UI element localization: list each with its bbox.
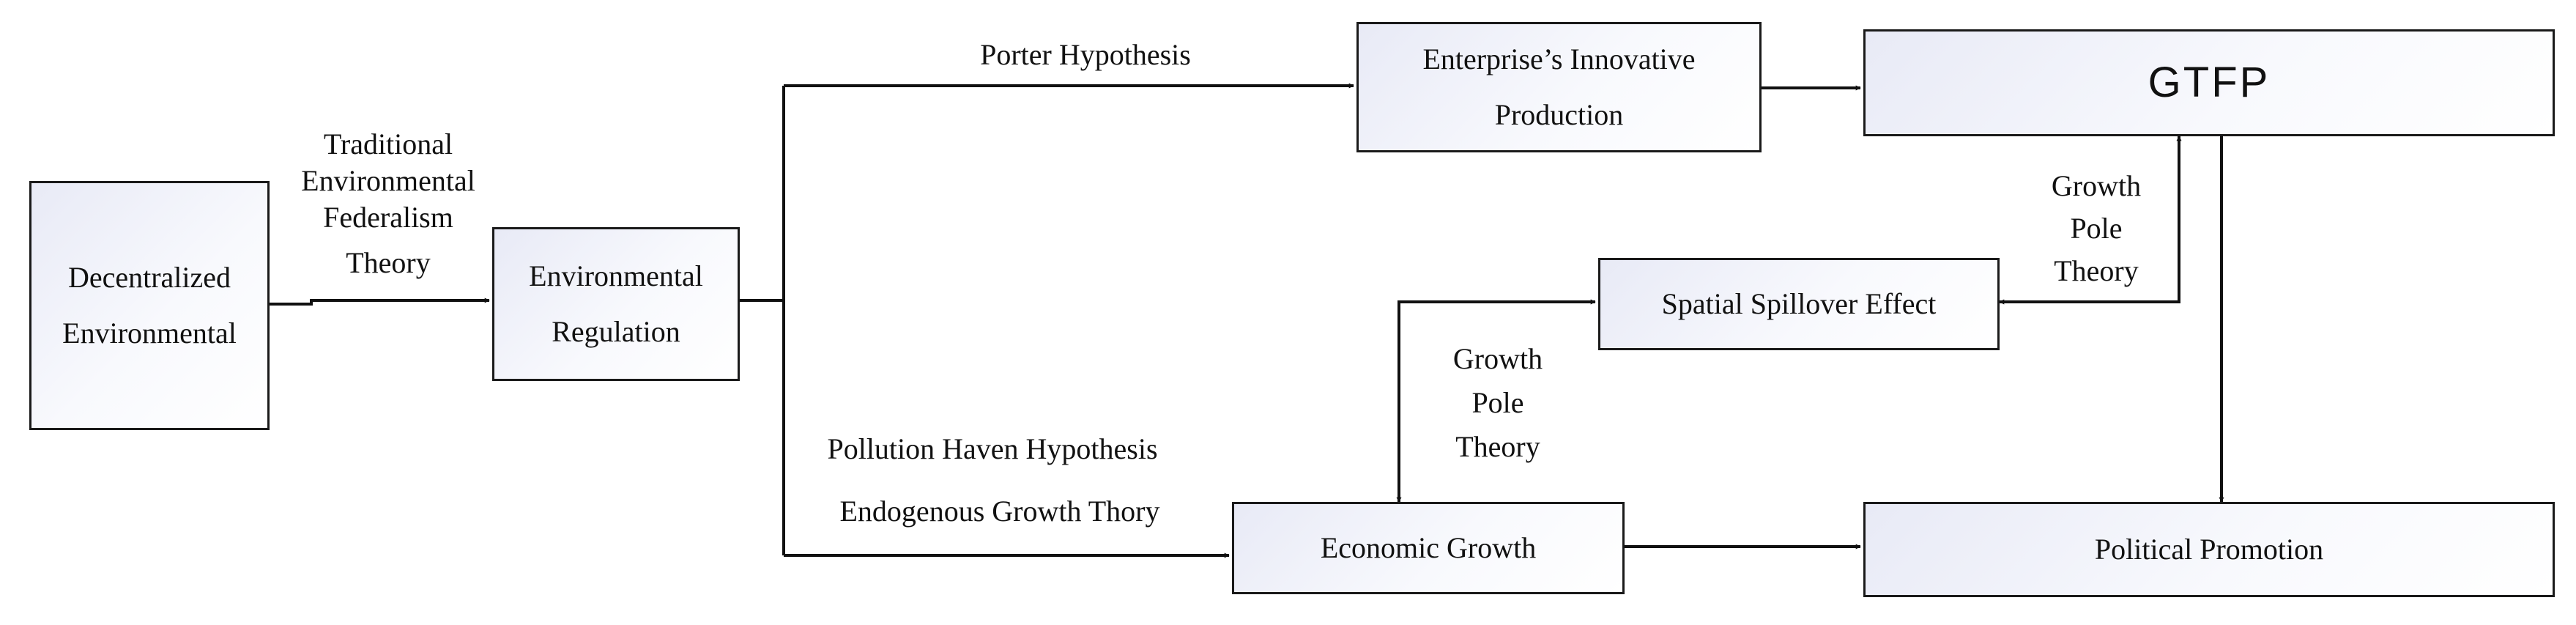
node-environmental-regulation: Environmental Regulation: [492, 227, 740, 381]
node-enterprise-line-2: Production: [1494, 98, 1624, 131]
node-enterprise-line-1: Enterprise’s Innovative: [1422, 42, 1696, 75]
node-spatial-spillover-effect: Spatial Spillover Effect: [1598, 258, 2000, 350]
node-regulation-line-2: Regulation: [552, 315, 680, 348]
label-gpr-line-1: Growth: [2051, 169, 2142, 202]
label-pollution-haven: Pollution Haven Hypothesis: [827, 432, 1158, 465]
label-gpr-line-2: Pole: [2070, 212, 2123, 245]
node-decentralized-line-2: Environmental: [62, 317, 237, 350]
node-spillover-label: Spatial Spillover Effect: [1661, 287, 1937, 320]
label-gpl-line-1: Growth: [1452, 342, 1543, 375]
label-endogenous-growth: Endogenous Growth Thory: [839, 495, 1160, 528]
node-gtfp-label: GTFP: [2148, 58, 2271, 106]
label-federalism-line-4: Theory: [346, 246, 431, 279]
edge-spillover-economic: [1396, 299, 1596, 503]
node-economic-label: Economic Growth: [1320, 531, 1537, 564]
label-traditional-federalism: Traditional Environmental Federalism The…: [293, 126, 483, 281]
edge-decentralized-to-regulation: [270, 297, 490, 306]
node-decentralized-environmental: Decentralized Environmental: [29, 181, 270, 430]
edge-spillover-gtfp: [1999, 136, 2182, 305]
node-economic-growth: Economic Growth: [1232, 502, 1625, 594]
label-gpl-line-2: Pole: [1471, 386, 1524, 419]
node-political-promotion: Political Promotion: [1863, 502, 2555, 597]
label-growth-pole-right: Growth Pole Theory: [2030, 165, 2162, 292]
label-gpr-line-3: Theory: [2054, 254, 2139, 287]
label-federalism-line-3: Federalism: [323, 201, 453, 234]
label-federalism-line-2: Environmental: [301, 164, 475, 197]
label-porter-hypothesis: Porter Hypothesis: [980, 38, 1191, 71]
node-enterprise-innovative-production: Enterprise’s Innovative Production: [1356, 22, 1762, 152]
label-gpl-line-3: Theory: [1455, 430, 1540, 463]
node-decentralized-line-1: Decentralized: [67, 261, 231, 294]
node-gtfp: GTFP: [1863, 29, 2555, 136]
label-growth-pole-left: Growth Pole Theory: [1432, 337, 1564, 469]
node-political-label: Political Promotion: [2094, 533, 2324, 566]
node-regulation-line-1: Environmental: [529, 259, 703, 292]
label-federalism-line-1: Traditional: [323, 127, 453, 160]
